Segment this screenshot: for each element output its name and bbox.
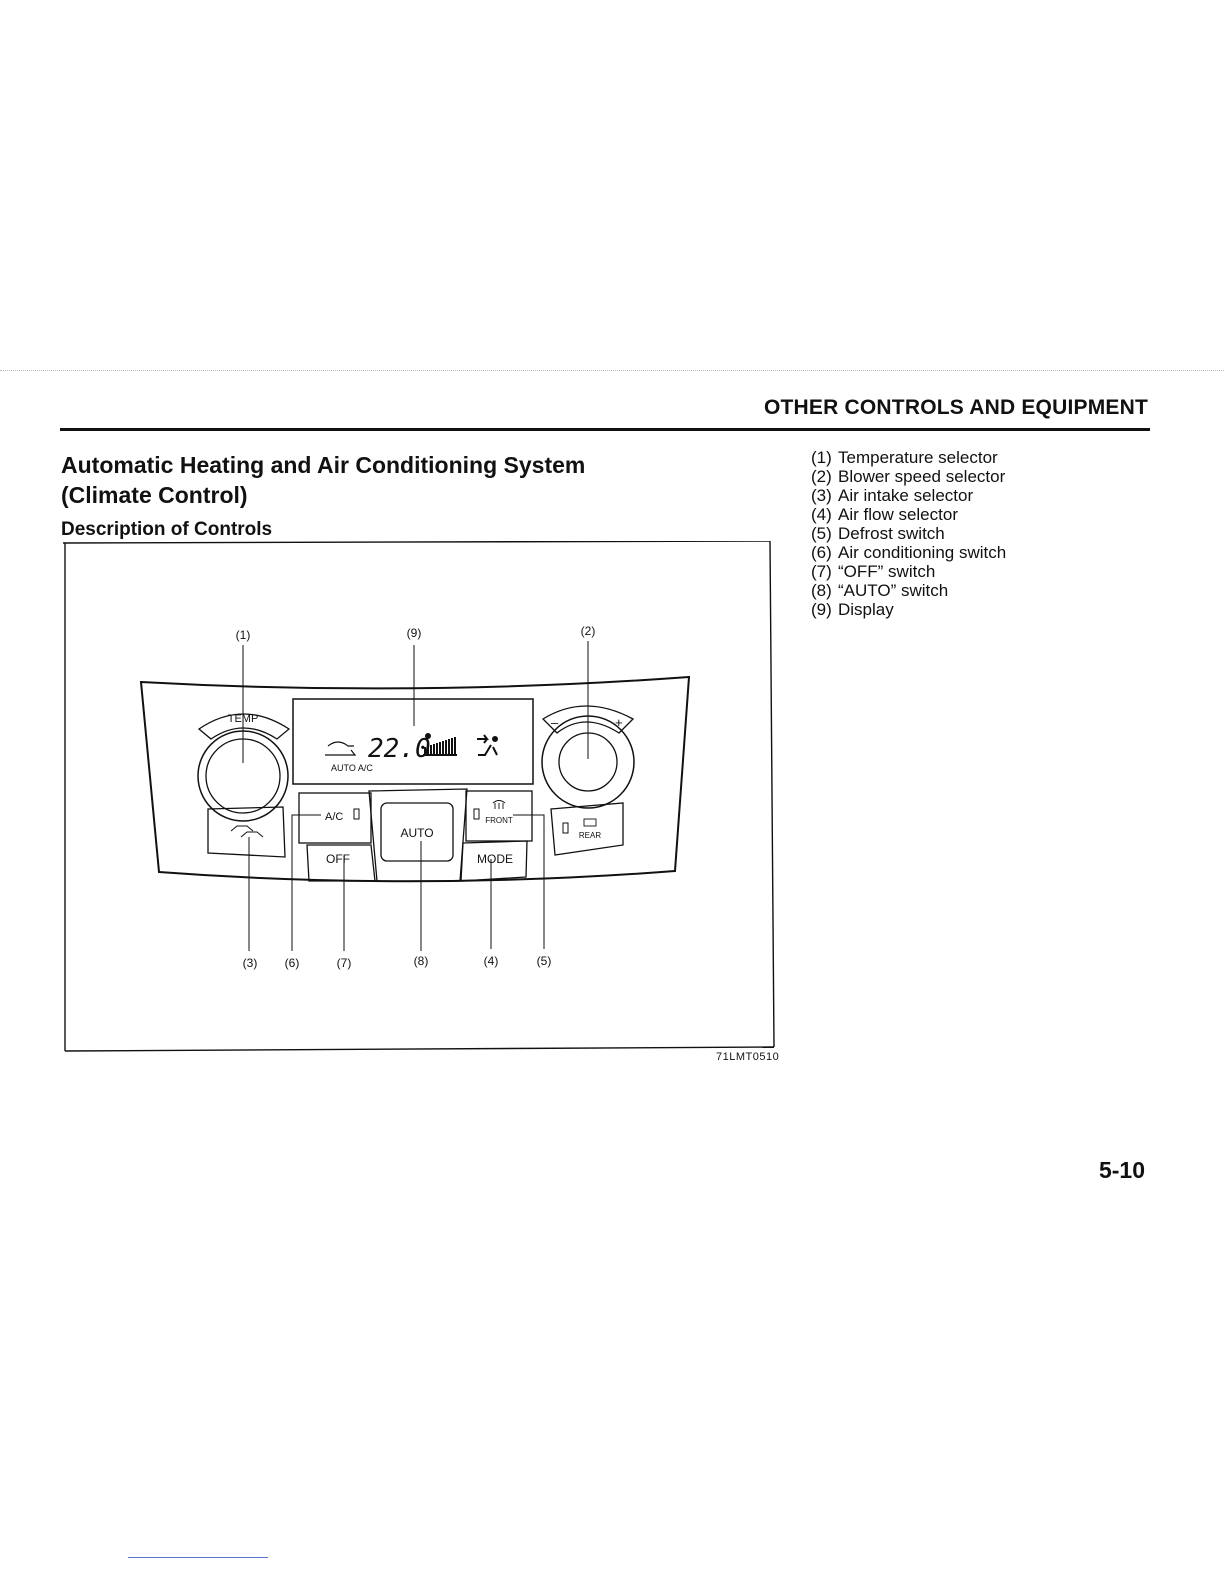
auto-button: AUTO [368, 788, 468, 882]
legend-text: Air intake selector [838, 486, 974, 505]
mode-label: MODE [477, 852, 513, 866]
callout-7: (7) [337, 956, 352, 970]
leader-lines [242, 641, 589, 951]
legend-num: (4) [811, 505, 832, 524]
legend-num: (6) [811, 543, 832, 562]
airflow-person-icon [477, 734, 498, 756]
header-rule [60, 428, 1150, 431]
off-label: OFF [326, 852, 350, 866]
legend-item: (5) Defrost switch [811, 524, 1006, 543]
scan-artifact-line [0, 370, 1224, 373]
legend-item: (4) Air flow selector [811, 505, 1006, 524]
legend-item: (2) Blower speed selector [811, 467, 1006, 486]
off-button: OFF [306, 844, 376, 882]
callout-2: (2) [581, 624, 596, 638]
legend-text: “OFF” switch [838, 562, 936, 581]
legend-num: (7) [811, 562, 832, 581]
rear-defrost-button: REAR [550, 802, 624, 856]
legend-num: (9) [811, 600, 832, 619]
blower-level-bars [423, 737, 457, 756]
display-sub-label: AUTO A/C [331, 763, 373, 773]
front-label: FRONT [485, 816, 513, 825]
legend-item: (9) Display [811, 600, 1006, 619]
front-defrost-button: FRONT [465, 790, 533, 842]
callout-3: (3) [243, 956, 258, 970]
legend-num: (5) [811, 524, 832, 543]
callout-6: (6) [285, 956, 300, 970]
legend-item: (1) Temperature selector [811, 448, 1006, 467]
blower-minus: – [551, 715, 559, 730]
section-header: OTHER CONTROLS AND EQUIPMENT [764, 396, 1148, 419]
callout-8: (8) [414, 954, 429, 968]
legend-text: Air flow selector [838, 505, 958, 524]
subheading: Description of Controls [61, 519, 273, 540]
callout-9: (9) [407, 626, 422, 640]
climate-panel-diagram: TEMP 22.0 AUTO A/C [63, 541, 775, 1052]
legend-item: (6) Air conditioning switch [811, 543, 1006, 562]
callout-5: (5) [537, 954, 552, 968]
legend-text: “AUTO” switch [838, 581, 949, 600]
legend-text: Display [838, 600, 894, 619]
legend-num: (2) [811, 467, 832, 486]
display-temperature: 22.0 [368, 734, 431, 764]
legend-num: (3) [811, 486, 832, 505]
fan-icon [425, 733, 431, 739]
legend-text: Temperature selector [838, 448, 998, 467]
legend-text: Air conditioning switch [838, 543, 1007, 562]
legend-num: (8) [811, 581, 832, 600]
blower-plus: + [615, 715, 623, 730]
legend-list: (1) Temperature selector (2) Blower speed … [811, 448, 1006, 619]
callouts: (1) (9) (2) (3) (6) (7) (8) (4) (5) [236, 624, 596, 970]
figure-code: 71LMT0510 [716, 1051, 780, 1063]
rear-label: REAR [579, 831, 601, 840]
legend-num: (1) [811, 448, 832, 467]
legend-item: (8) “AUTO” switch [811, 581, 1006, 600]
display-window: 22.0 AUTO A/C [292, 698, 534, 785]
panel-outline [139, 675, 691, 883]
legend-text: Defrost switch [838, 524, 945, 543]
mode-button: MODE [460, 840, 528, 882]
ac-label: A/C [325, 811, 343, 823]
air-intake-button [207, 806, 286, 858]
page-number: 5-10 [1098, 1157, 1145, 1183]
auto-label: AUTO [400, 826, 433, 840]
page-title-line-2: (Climate Control) [61, 482, 248, 508]
legend-item: (7) “OFF” switch [811, 562, 1006, 581]
legend-item: (3) Air intake selector [811, 486, 1006, 505]
legend-text: Blower speed selector [838, 467, 1006, 486]
footer-rule [128, 1557, 268, 1558]
page-title: Automatic Heating and Air Conditioning S… [61, 450, 701, 510]
callout-1: (1) [236, 628, 251, 642]
ac-button: A/C [298, 792, 372, 844]
callout-4: (4) [484, 954, 499, 968]
climate-control-figure: TEMP 22.0 AUTO A/C [63, 541, 776, 1054]
page-title-line-1: Automatic Heating and Air Conditioning S… [61, 452, 586, 478]
